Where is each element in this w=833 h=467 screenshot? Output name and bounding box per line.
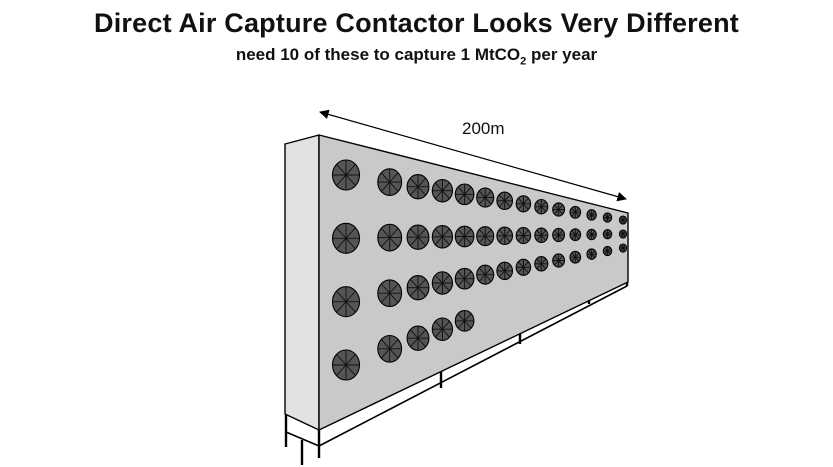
- fan-icon: [602, 229, 613, 240]
- fan-icon: [406, 224, 430, 250]
- fan-icon: [377, 334, 403, 363]
- fan-icon: [618, 215, 628, 225]
- fan-icon: [618, 229, 628, 239]
- fan-icon: [431, 225, 454, 249]
- fan-icon: [569, 205, 582, 219]
- fan-icon: [496, 191, 514, 211]
- fan-icon: [569, 228, 582, 242]
- fan-icon: [534, 198, 549, 215]
- fan-icon: [431, 317, 454, 341]
- fan-icon: [406, 275, 430, 301]
- subtitle-prefix: need 10 of these to capture 1 MtCO: [235, 45, 521, 64]
- fan-icon: [476, 226, 495, 247]
- contactor-side-face: [284, 134, 320, 431]
- fan-icon: [496, 226, 514, 246]
- fan-icon: [515, 258, 532, 276]
- fan-icon: [569, 250, 582, 264]
- page-subtitle: need 10 of these to capture 1 MtCO2 per …: [0, 45, 833, 67]
- fan-icon: [454, 183, 475, 206]
- fan-icon: [406, 325, 430, 351]
- fan-icon: [496, 261, 514, 281]
- fan-icon: [586, 248, 597, 260]
- subtitle-subscript: 2: [520, 55, 527, 68]
- fan-icon: [476, 187, 495, 208]
- fan-icon: [454, 310, 475, 332]
- fan-icon: [431, 271, 454, 295]
- fan-icon: [377, 223, 403, 252]
- fan-icon: [552, 253, 566, 268]
- fan-icon: [515, 227, 532, 245]
- fan-icon: [331, 349, 361, 381]
- fan-icon: [602, 245, 613, 257]
- dimension-arrow: [319, 109, 627, 202]
- fan-icon: [534, 256, 549, 272]
- fan-icon: [377, 168, 403, 196]
- page-title: Direct Air Capture Contactor Looks Very …: [94, 8, 739, 38]
- fan-icon: [586, 228, 597, 241]
- fan-icon: [552, 202, 566, 217]
- fan-icon: [602, 212, 613, 223]
- fan-icon: [331, 159, 361, 191]
- fan-icon: [454, 267, 475, 290]
- fan-icon: [534, 227, 549, 244]
- fan-icon: [515, 195, 532, 213]
- fan-icon: [618, 243, 628, 253]
- fan-icon: [552, 227, 566, 243]
- dimension-label: 200m: [462, 119, 505, 138]
- fan-icon: [454, 225, 475, 248]
- fan-icon: [331, 222, 361, 254]
- subtitle-suffix: per year: [526, 45, 598, 64]
- fan-icon: [431, 178, 454, 203]
- fan-icon: [377, 279, 403, 308]
- fan-array: [331, 159, 628, 381]
- fan-icon: [406, 174, 430, 200]
- fan-icon: [586, 209, 597, 221]
- fan-icon: [331, 286, 361, 318]
- fan-icon: [476, 264, 495, 285]
